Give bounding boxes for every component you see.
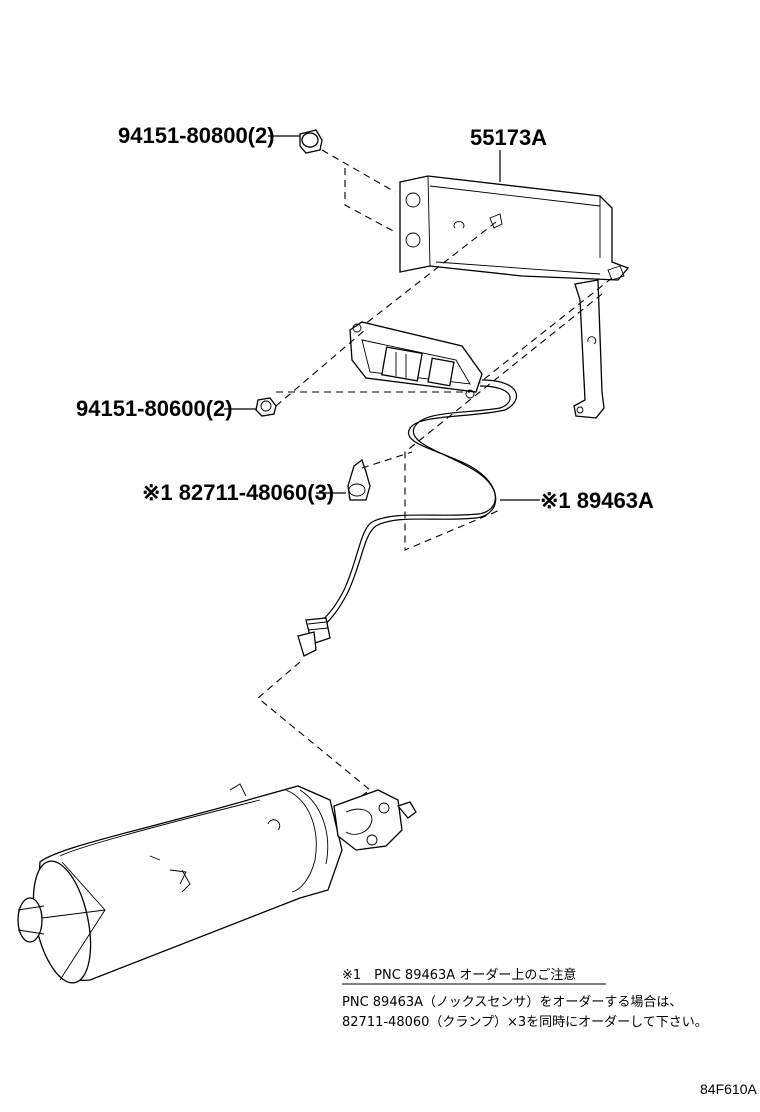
dash-bolt-top bbox=[321, 149, 396, 233]
exhaust-converter-part bbox=[17, 783, 417, 984]
callout-bolt-mid: 94151-80600(2) bbox=[76, 396, 233, 421]
dash-clamp bbox=[361, 451, 413, 469]
clamp-part bbox=[347, 458, 371, 501]
callout-bracket: 55173A bbox=[470, 125, 547, 150]
dash-clamp-guide bbox=[404, 293, 603, 551]
ordering-note: ※1 PNC 89463A オーダー上のご注意 PNC 89463A（ノックスセ… bbox=[342, 967, 708, 1030]
bolt-mid-part bbox=[255, 397, 277, 417]
bolt-top-part bbox=[299, 129, 323, 154]
sensor-wire-outer bbox=[321, 385, 511, 629]
note-title: ※1 PNC 89463A オーダー上のご注意 bbox=[342, 967, 576, 983]
dash-bracket-right bbox=[477, 277, 613, 385]
dash-sensor-exhaust bbox=[257, 661, 371, 809]
figure-code: 84F610A bbox=[700, 1081, 757, 1097]
bracket-part bbox=[399, 175, 630, 419]
sensor-module-part bbox=[349, 321, 483, 399]
nox-sensor-probe bbox=[297, 617, 331, 657]
note-line-1: PNC 89463A（ノックスセンサ）をオーダーする場合は、 bbox=[342, 995, 682, 1010]
note-line-2: 82711-48060（クランプ）×3を同時にオーダーして下さい。 bbox=[342, 1015, 708, 1030]
callout-sensor: ※1 89463A bbox=[540, 488, 654, 513]
callout-clamp: ※1 82711-48060(3) bbox=[142, 480, 334, 505]
callout-bolt-top: 94151-80800(2) bbox=[118, 123, 275, 148]
dash-bracket-stud bbox=[359, 221, 497, 329]
sensor-wire bbox=[317, 379, 517, 625]
dash-bolt-mid bbox=[275, 329, 470, 407]
